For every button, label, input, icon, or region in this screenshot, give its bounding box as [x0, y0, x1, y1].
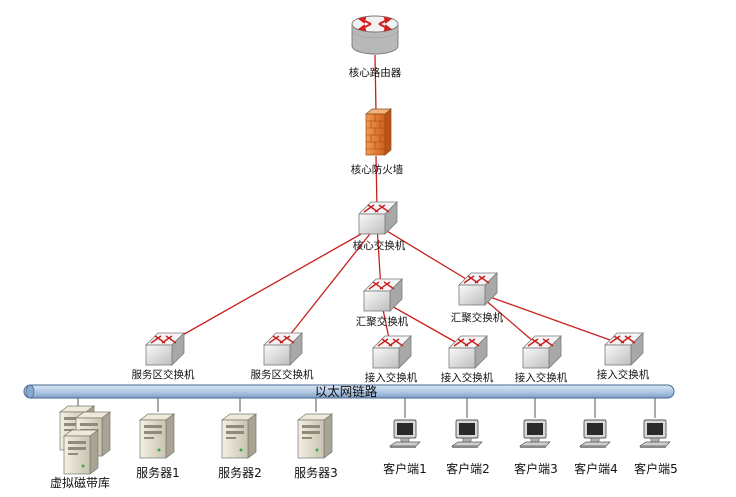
svc-switch-2-icon [263, 332, 303, 366]
ethernet-bus [23, 384, 675, 399]
client-4-icon [579, 419, 611, 449]
router-icon [351, 15, 399, 55]
link-core-svc-switch-2 [281, 224, 378, 346]
agg-switch-1-label: 汇聚交换机 [355, 316, 409, 328]
server-3-icon [297, 413, 333, 459]
client-3-icon [519, 419, 551, 449]
client-5-label: 客户端5 [634, 462, 678, 476]
server-3-label: 服务器3 [294, 466, 338, 480]
bus-drops [77, 398, 656, 418]
core-switch-label: 核心交换机 [352, 240, 406, 252]
agg-switch-1-icon [363, 278, 403, 312]
acc-switch-1-label: 接入交换机 [364, 372, 418, 384]
tape-library-icon [59, 405, 111, 475]
server-1-label: 服务器1 [136, 466, 180, 480]
core-router-label: 核心路由器 [348, 67, 402, 79]
client-3-label: 客户端3 [514, 462, 558, 476]
network-links [164, 54, 625, 349]
client-1-icon [389, 419, 421, 449]
link-firewall-core-switch [375, 155, 378, 209]
server-2-icon [221, 413, 257, 459]
client-5-icon [639, 419, 671, 449]
firewall-icon [365, 108, 392, 156]
svc-switch-2-label: 服务区交换机 [250, 369, 314, 381]
acc-switch-2-label: 接入交换机 [440, 372, 494, 384]
server-1-icon [139, 413, 175, 459]
client-2-label: 客户端2 [446, 462, 490, 476]
acc-switch-3-icon [522, 335, 562, 369]
core-firewall-label: 核心防火墙 [350, 164, 404, 176]
client-4-label: 客户端4 [574, 462, 618, 476]
link-router-firewall [374, 54, 377, 113]
client-1-label: 客户端1 [383, 462, 427, 476]
link-agg1-acc-switch-2 [380, 299, 467, 349]
server-2-label: 服务器2 [218, 466, 262, 480]
agg-switch-2-label: 汇聚交换机 [450, 312, 504, 324]
ethernet-bus-label: 以太网链路 [314, 384, 378, 399]
link-agg2-acc-switch-4 [475, 291, 625, 346]
core-switch-icon [358, 201, 398, 235]
link-core-agg-switch-2 [376, 224, 477, 286]
acc-switch-2-icon [448, 335, 488, 369]
svc-switch-1-label: 服务区交换机 [131, 369, 195, 381]
acc-switch-1-icon [372, 335, 412, 369]
client-2-icon [451, 419, 483, 449]
acc-switch-3-label: 接入交换机 [514, 372, 568, 384]
acc-switch-4-label: 接入交换机 [596, 369, 650, 381]
link-core-svc-switch-1 [164, 224, 378, 346]
svc-switch-1-icon [145, 332, 185, 366]
acc-switch-4-icon [604, 332, 644, 366]
tape-library-label: 虚拟磁带库 [49, 476, 111, 490]
